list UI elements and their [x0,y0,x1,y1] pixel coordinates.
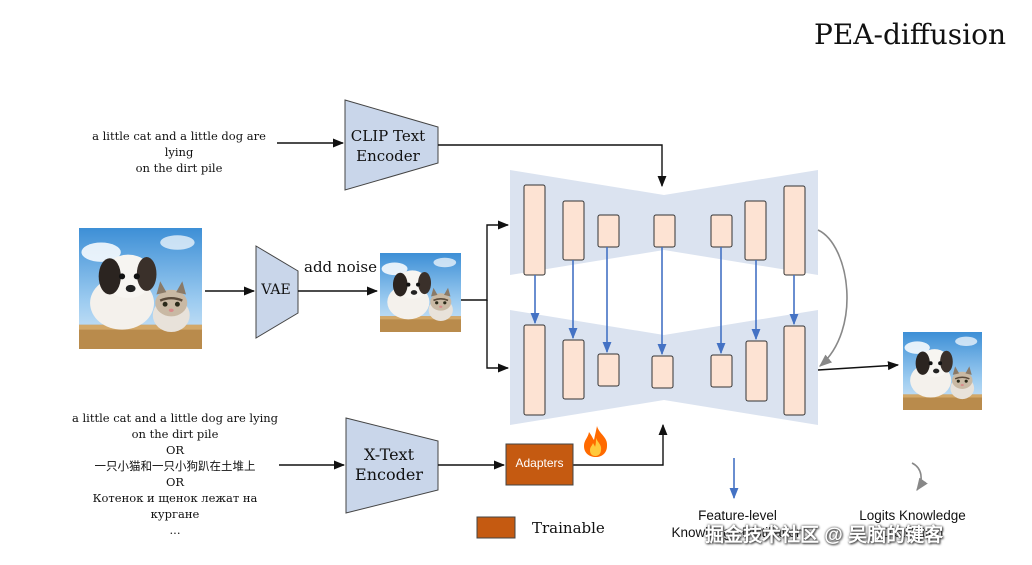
vae-label: VAE [261,282,291,298]
arrow-latent-to-student [486,300,510,373]
noisy-latent-image [379,252,462,333]
trainable-swatch [476,516,516,539]
page-title: PEA-diffusion [814,18,1006,51]
prompt-bottom-line: on the dirt pile [131,427,219,441]
logits-distillation-label-line: Distillation [881,525,944,540]
logits-distillation-label-line: Logits Knowledge [859,508,966,523]
prompt-top-line: on the dirt pile [135,161,223,175]
clip-encoder-label-line: Encoder [356,147,420,165]
logits-distillation-label: Logits Knowledge Distillation [840,507,985,541]
prompt-bottom-line: OR [165,475,185,489]
teacher-block-2 [562,200,585,261]
prompt-bottom-line: 一只小猫和一只小狗趴在土堆上 [94,459,256,473]
student-block-6 [745,340,768,402]
prompt-top-line: a little cat and a little dog are lying [92,129,266,159]
teacher-block-4 [653,214,676,248]
input-image [77,226,204,351]
watermark: 掘金技术社区 @ 吴脑的键客 [705,525,944,546]
feature-distillation-label-line: Knowledge Distillation [671,525,804,540]
trainable-label: Trainable [532,519,605,537]
prompt-bottom-line: ... [169,523,181,537]
prompt-bottom-line: OR [165,443,185,457]
teacher-block-3 [597,214,620,248]
clip-encoder-label-line: CLIP Text [350,127,426,145]
prompt-top: a little cat and a little dog are lying … [84,128,274,176]
arrow-unet-to-output [817,361,900,371]
student-block-4 [651,355,674,389]
arrow-clip-to-unet [438,144,667,188]
xtext-encoder-label-line: Encoder [355,465,423,484]
prompt-bottom-line: a little cat and a little dog are lying [71,411,279,425]
logits-distillation-arrow [817,229,848,367]
feature-distillation-label: Feature-level Knowledge Distillation [640,507,835,541]
xtext-encoder-label: X-Text Encoder [346,445,432,485]
adapters-label: Adapters [515,456,564,470]
prompt-bottom-line: кургане [150,507,200,521]
flame-icon [584,426,608,457]
student-block-5 [710,354,733,388]
arrow-adapters-to-unet [573,423,668,466]
student-block-7 [783,325,806,416]
teacher-block-5 [710,214,733,248]
clip-text-encoder [344,99,439,191]
x-text-encoder [345,417,439,514]
feature-distillation-label-line: Feature-level [698,508,777,523]
arrow-latent-to-teacher [461,220,510,301]
output-image [902,331,983,411]
adapters-box [505,443,574,486]
feature-distillation-arrows [530,247,799,356]
add-noise-label: add noise [304,258,377,276]
prompt-bottom: a little cat and a little dog are lying … [70,410,280,538]
vae-encoder [255,245,299,339]
clip-encoder-label: CLIP Text Encoder [345,126,431,166]
teacher-block-6 [744,200,767,261]
student-block-3 [597,353,620,387]
legend-logits-arrow [911,462,928,492]
teacher-block-7 [783,185,806,276]
student-block-1 [523,324,546,416]
student-block-2 [562,339,585,400]
teacher-block-1 [523,184,546,276]
prompt-bottom-line: Котенок и щенок лежат на [92,491,258,505]
xtext-encoder-label-line: X-Text [363,445,414,464]
